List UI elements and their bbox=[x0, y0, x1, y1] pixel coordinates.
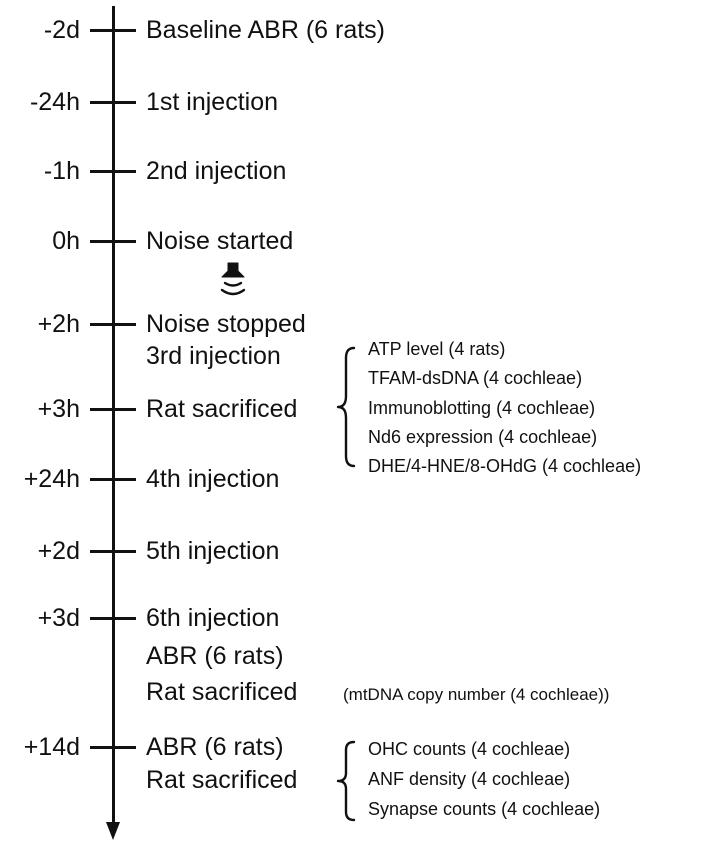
time-label: -1h bbox=[43, 157, 80, 185]
tick-plus-24h bbox=[90, 478, 136, 481]
tick-0h bbox=[90, 240, 136, 243]
assay-3h-item: ATP level (4 rats) bbox=[368, 339, 506, 359]
time-label: +14d bbox=[23, 733, 80, 761]
assay-3h-item: Nd6 expression (4 cochleae) bbox=[368, 427, 598, 447]
assay-3d-mtdna: (mtDNA copy number (4 cochleae)) bbox=[343, 685, 610, 704]
tick-plus-3h bbox=[90, 408, 136, 411]
timeline-arrowhead bbox=[106, 822, 120, 840]
event-abr-3d: ABR (6 rats) bbox=[146, 642, 284, 670]
time-label: -2d bbox=[43, 16, 80, 44]
time-label: -24h bbox=[29, 88, 80, 116]
tick-plus-3d bbox=[90, 617, 136, 620]
event-2nd-injection: 2nd injection bbox=[146, 157, 287, 185]
assay-14d-item: ANF density (4 cochleae) bbox=[368, 769, 571, 789]
time-label: 0h bbox=[52, 227, 80, 255]
time-label: +2d bbox=[37, 537, 80, 565]
tick-plus-2h bbox=[90, 323, 136, 326]
event-5th-injection: 5th injection bbox=[146, 537, 280, 565]
event-6th-injection: 6th injection bbox=[146, 604, 280, 632]
tick-minus-1h bbox=[90, 170, 136, 173]
event-baseline-abr: Baseline ABR (6 rats) bbox=[146, 16, 385, 44]
tick-minus-24h bbox=[90, 101, 136, 104]
time-label: +3d bbox=[37, 604, 80, 632]
speaker-sound-icon bbox=[220, 262, 246, 296]
time-label: +3h bbox=[37, 395, 80, 423]
tick-minus-2d bbox=[90, 29, 136, 32]
event-rat-sacrificed-3d: Rat sacrificed bbox=[146, 678, 298, 706]
bracket-14d-assays bbox=[336, 740, 356, 822]
event-noise-started: Noise started bbox=[146, 227, 294, 255]
assay-14d-item: Synapse counts (4 cochleae) bbox=[368, 799, 601, 819]
tick-plus-14d bbox=[90, 746, 136, 749]
event-abr-14d: ABR (6 rats) bbox=[146, 733, 284, 761]
event-rat-sacrificed-3h: Rat sacrificed bbox=[146, 395, 298, 423]
event-4th-injection: 4th injection bbox=[146, 465, 280, 493]
assay-3h-item: DHE/4-HNE/8-OHdG (4 cochleae) bbox=[368, 456, 642, 476]
assay-3h-item: TFAM-dsDNA (4 cochleae) bbox=[368, 368, 583, 388]
assay-3h-item: Immunoblotting (4 cochleae) bbox=[368, 398, 596, 418]
event-noise-stopped: Noise stopped bbox=[146, 310, 306, 338]
tick-plus-2d bbox=[90, 550, 136, 553]
event-3rd-injection: 3rd injection bbox=[146, 342, 281, 370]
bracket-3h-assays bbox=[336, 346, 356, 468]
time-label: +24h bbox=[23, 465, 80, 493]
assay-14d-item: OHC counts (4 cochleae) bbox=[368, 739, 571, 759]
event-1st-injection: 1st injection bbox=[146, 88, 279, 116]
time-label: +2h bbox=[37, 310, 80, 338]
timeline-axis bbox=[112, 6, 115, 828]
event-rat-sacrificed-14d: Rat sacrificed bbox=[146, 766, 298, 794]
